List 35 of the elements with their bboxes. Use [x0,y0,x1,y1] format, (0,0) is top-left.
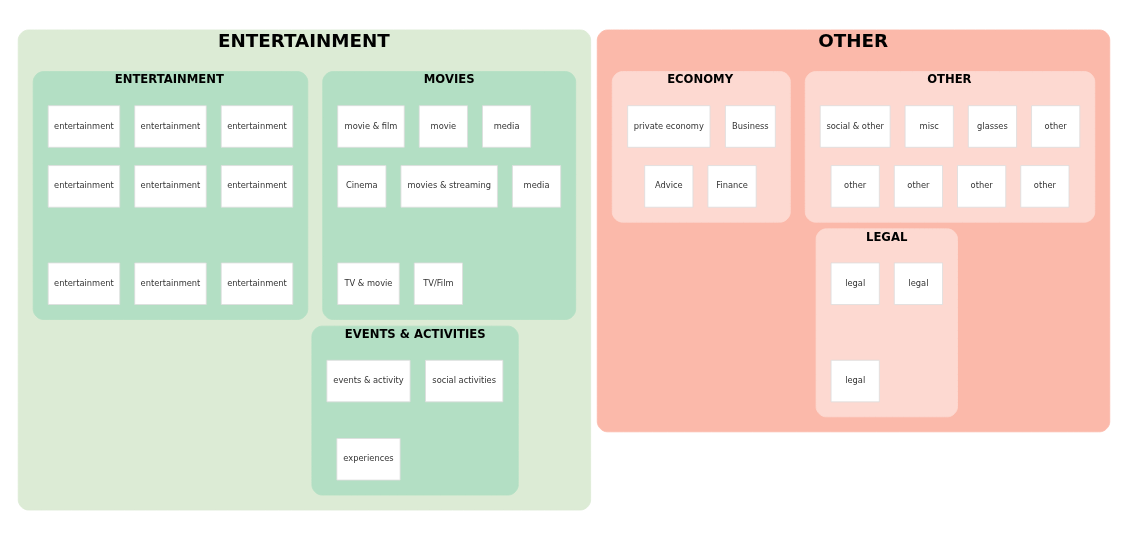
node-box: movies & streaming [400,165,498,208]
node-box: entertainment [47,165,121,208]
node-box: glasses [967,105,1017,148]
node-box: events & activity [326,359,411,403]
node-box: entertainment [220,262,294,305]
node-box: entertainment [47,105,121,148]
node-box: media [482,105,532,148]
node-box: entertainment [134,105,207,148]
node-box: entertainment [47,262,121,305]
node-box: entertainment [134,262,207,305]
node-box: TV/Film [413,262,463,305]
node-box: Advice [644,165,694,208]
node-box: media [512,165,562,208]
node-box: legal [893,262,943,305]
node-box: social & other [819,105,891,148]
node-box: misc [904,105,954,148]
node-box: other [830,165,880,208]
node-box: legal [830,262,880,305]
node-box: other [1020,165,1070,208]
node-box: TV & movie [337,262,400,305]
node-box: Business [725,105,776,148]
node-box: experiences [336,438,401,481]
node-box: movie & film [337,105,405,148]
node-box: Finance [707,165,757,208]
node-box: movie [418,105,468,148]
node-box: entertainment [220,165,294,208]
node-box: other [1031,105,1081,148]
node-box: legal [830,359,880,403]
node-box: entertainment [134,165,207,208]
node-box: entertainment [220,105,294,148]
node-box: other [893,165,943,208]
node-box: Cinema [337,165,387,208]
node-box: social activities [425,359,504,403]
node-box: private economy [627,105,711,148]
node-box: other [957,165,1007,208]
